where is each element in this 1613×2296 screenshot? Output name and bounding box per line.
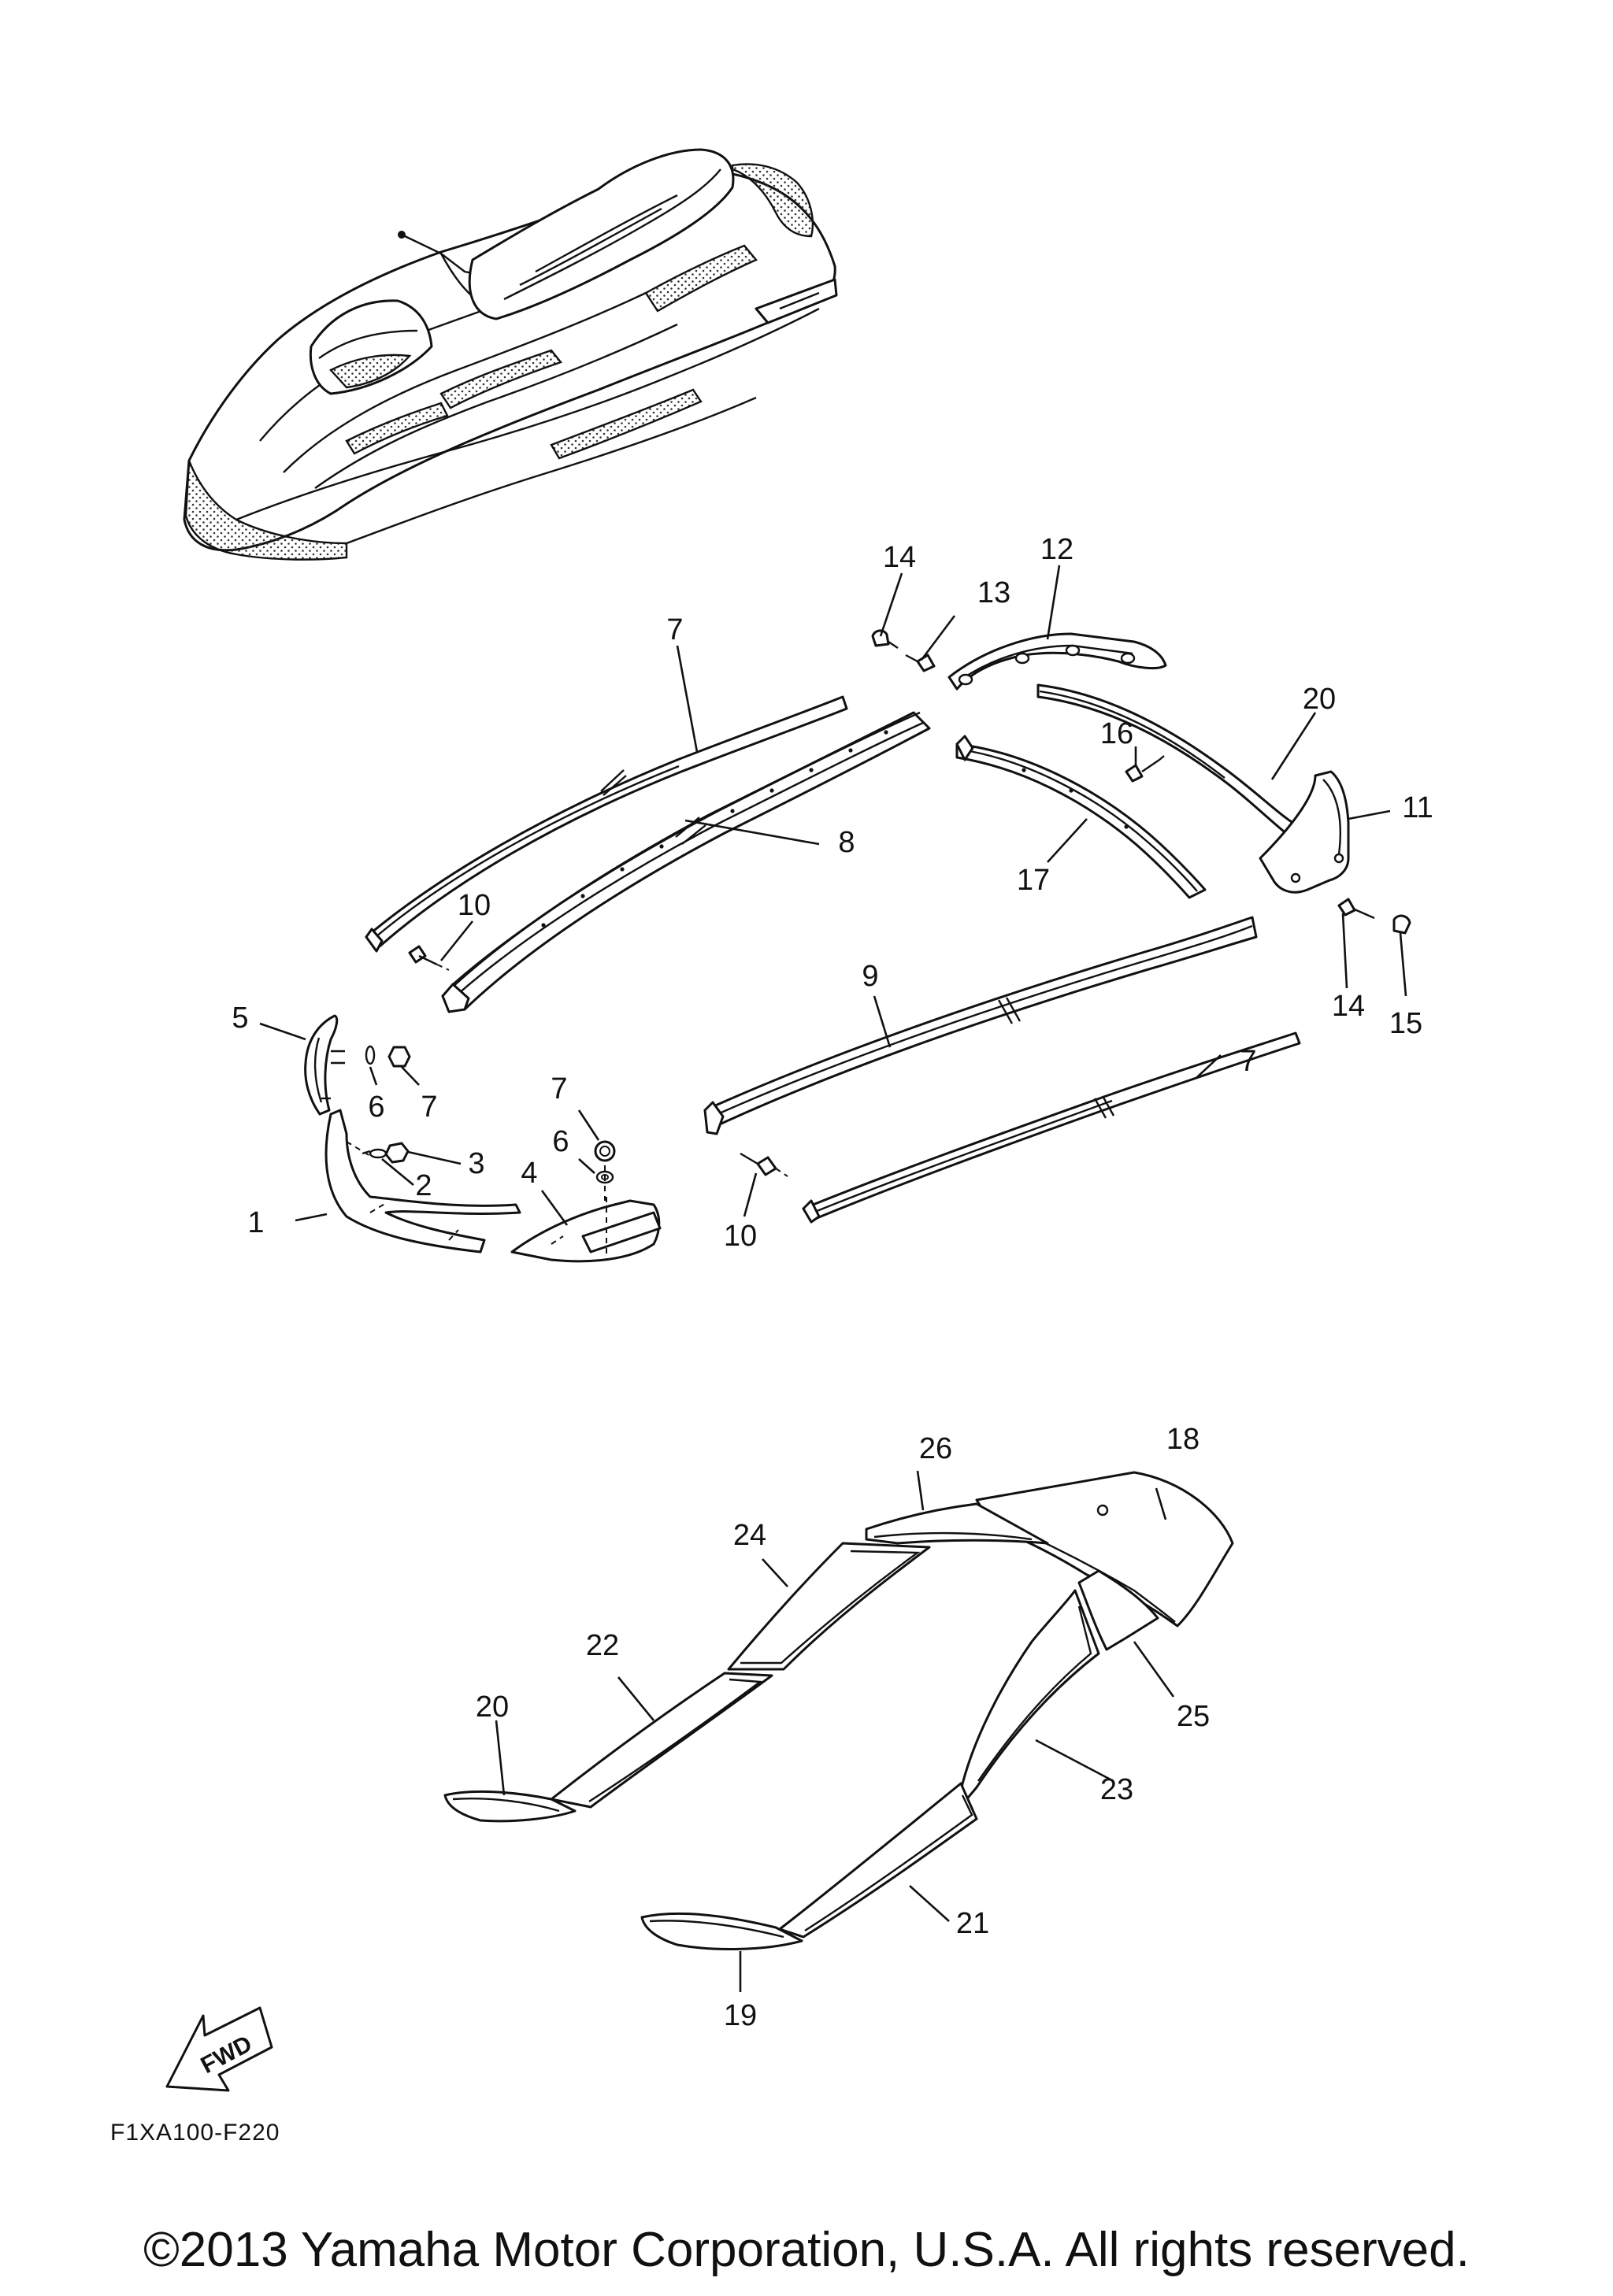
callout-1: 1 (247, 1206, 264, 1239)
callout-20: 20 (476, 1691, 509, 1724)
callout-16: 17 (1017, 864, 1050, 897)
callout-9-bottom: 7 (1240, 1045, 1256, 1078)
part-11-rear-corner-piece (1259, 770, 1350, 894)
copyright-notice: ©2013 Yamaha Motor Corporation, U.S.A. A… (143, 2223, 1470, 2277)
callout-3: 3 (468, 1147, 484, 1180)
part-12-corner-trim-right (947, 632, 1167, 691)
part-5-bracket (304, 1014, 345, 1116)
part-1-sponson (324, 1109, 521, 1254)
part-16-curved-gunwale-right (955, 735, 1207, 899)
part-7-nut-upper (387, 1046, 411, 1068)
part-8-gunwale-right (703, 916, 1258, 1135)
part-18-rear-mat (975, 1471, 1234, 1628)
callout-7-lower: 7 (551, 1072, 567, 1105)
callout-10-top: 10 (458, 889, 491, 922)
part-10-screw-right (740, 1152, 788, 1177)
part-9-rail-trim-left (365, 695, 848, 953)
callout-14-top: 14 (883, 541, 916, 574)
watercraft-overview-illustration (183, 148, 838, 561)
part-14-cap-bottom (1392, 914, 1411, 935)
part-4-plate (510, 1197, 662, 1263)
part-24-mat (727, 1542, 931, 1671)
part-14-cap-top (871, 629, 899, 649)
callout-8-top: 8 (838, 826, 855, 859)
callout-15: 16 (1100, 717, 1133, 750)
part-13-rivet-top (905, 654, 936, 672)
callout-18: 18 (1166, 1423, 1200, 1456)
callout-2: 2 (415, 1169, 432, 1202)
callout-10-bottom: 10 (724, 1220, 757, 1253)
hardware-fasteners (362, 629, 1411, 1201)
callout-23: 23 (1100, 1773, 1133, 1806)
callout-25: 25 (1177, 1700, 1210, 1733)
callout-26: 26 (919, 1432, 952, 1465)
part-19-mat-tip (640, 1912, 803, 1950)
leader-lines (259, 565, 1407, 1992)
callout-5: 5 (232, 1002, 248, 1035)
deck-mat-set (443, 1471, 1234, 1950)
callout-6-upper: 6 (368, 1091, 384, 1124)
callout-14-bottom: 15 (1389, 1007, 1422, 1040)
callout-13-bottom: 14 (1332, 990, 1365, 1023)
callout-4: 4 (521, 1157, 537, 1190)
callout-7-upper: 7 (421, 1091, 437, 1124)
callout-numbers: 7 8 10 14 13 12 20 16 17 11 14 15 9 7 10… (232, 533, 1433, 2032)
part-17-curved-trim-right (1036, 683, 1301, 836)
part-9-rail-trim-right (802, 1031, 1301, 1224)
callout-9-top: 7 (666, 613, 683, 646)
part-15-rivet (1125, 755, 1165, 783)
callout-8-bottom: 9 (862, 960, 878, 993)
callout-6-lower: 6 (552, 1125, 569, 1158)
callout-21: 21 (956, 1907, 989, 1940)
part-7-nut-lower (594, 1140, 616, 1162)
part-13-rivet-bottom (1337, 898, 1375, 920)
callout-22: 22 (586, 1629, 619, 1662)
part-10-screw-left (408, 945, 450, 971)
part-25-mat (1077, 1569, 1159, 1651)
part-3-nut (384, 1142, 410, 1164)
callout-13-top: 13 (977, 576, 1010, 609)
callout-24: 24 (733, 1519, 766, 1552)
part-2-washer (362, 1148, 387, 1159)
part-21-mat (778, 1782, 978, 1939)
callout-12: 12 (1040, 533, 1073, 566)
callout-19: 19 (724, 1999, 757, 2032)
figure-code: F1XA100-F220 (110, 2120, 280, 2146)
part-6-washer-upper (365, 1045, 376, 1065)
fwd-arrow-icon: FWD (165, 2006, 273, 2092)
part-8-gunwale-left (441, 711, 931, 1013)
part-23-mat (955, 1589, 1100, 1813)
callout-17: 20 (1303, 683, 1336, 716)
callout-11: 11 (1402, 791, 1433, 824)
part-22-mat (550, 1672, 773, 1809)
